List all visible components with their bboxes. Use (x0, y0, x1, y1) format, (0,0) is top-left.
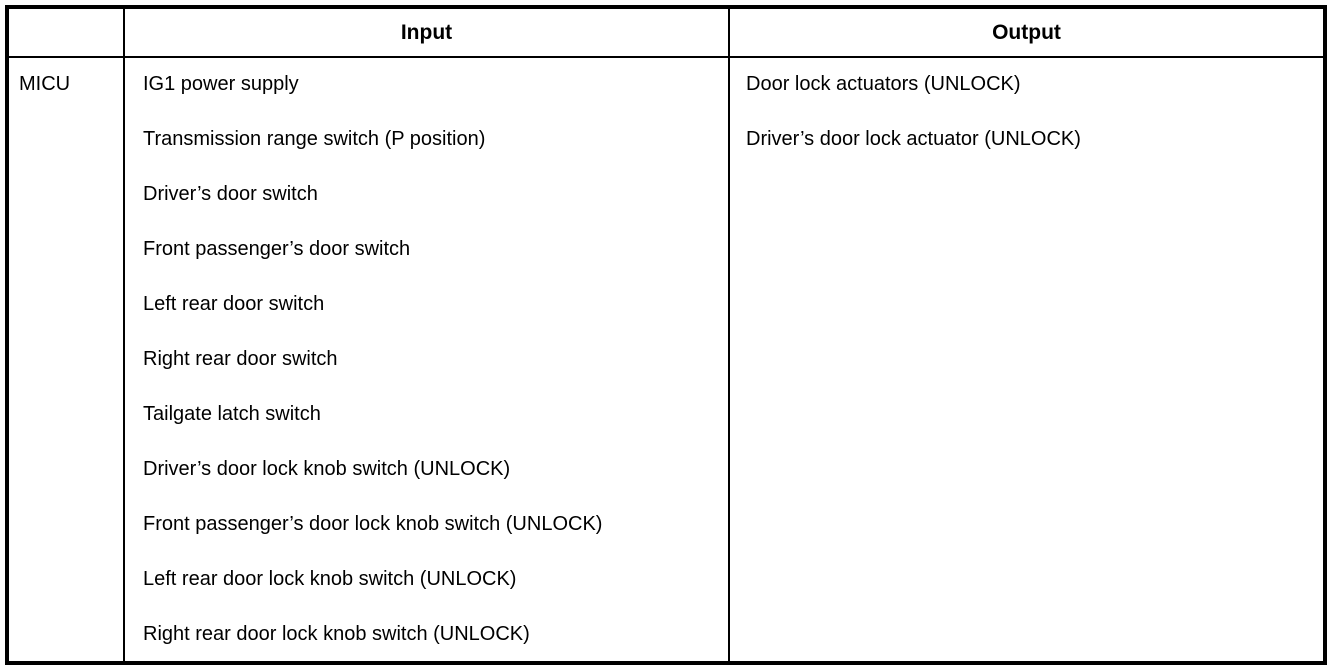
table-header-row: Input Output (9, 9, 1323, 56)
header-separator (9, 56, 1323, 58)
header-output: Output (992, 20, 1061, 44)
input-item: Tailgate latch switch (143, 403, 321, 425)
cell-output-list: Door lock actuators (UNLOCK) Driver’s do… (730, 58, 1323, 151)
cell-input-list: IG1 power supply Transmission range swit… (125, 58, 728, 646)
table-body: MICU IG1 power supply Transmission range… (9, 58, 1323, 661)
header-corner-cell (9, 9, 123, 56)
cell-module-name: MICU (19, 73, 71, 95)
input-item: Transmission range switch (P position) (143, 128, 486, 150)
header-input: Input (400, 20, 453, 44)
column-divider-input-output (728, 9, 730, 661)
input-item: Left rear door lock knob switch (UNLOCK) (143, 568, 517, 590)
column-divider-module-input (123, 9, 125, 661)
input-item: IG1 power supply (143, 73, 299, 95)
input-item: Left rear door switch (143, 293, 325, 315)
input-item: Front passenger’s door switch (143, 238, 411, 260)
output-item: Driver’s door lock actuator (UNLOCK) (746, 128, 1081, 150)
input-item: Right rear door switch (143, 348, 338, 370)
input-item: Driver’s door switch (143, 183, 318, 205)
io-table: Input Output MICU IG1 power supply Trans… (5, 5, 1327, 665)
input-item: Front passenger’s door lock knob switch … (143, 513, 603, 535)
table-grid: Input Output MICU IG1 power supply Trans… (9, 9, 1323, 661)
input-item: Driver’s door lock knob switch (UNLOCK) (143, 458, 511, 480)
output-item: Door lock actuators (UNLOCK) (746, 73, 1021, 95)
input-item: Right rear door lock knob switch (UNLOCK… (143, 623, 530, 645)
